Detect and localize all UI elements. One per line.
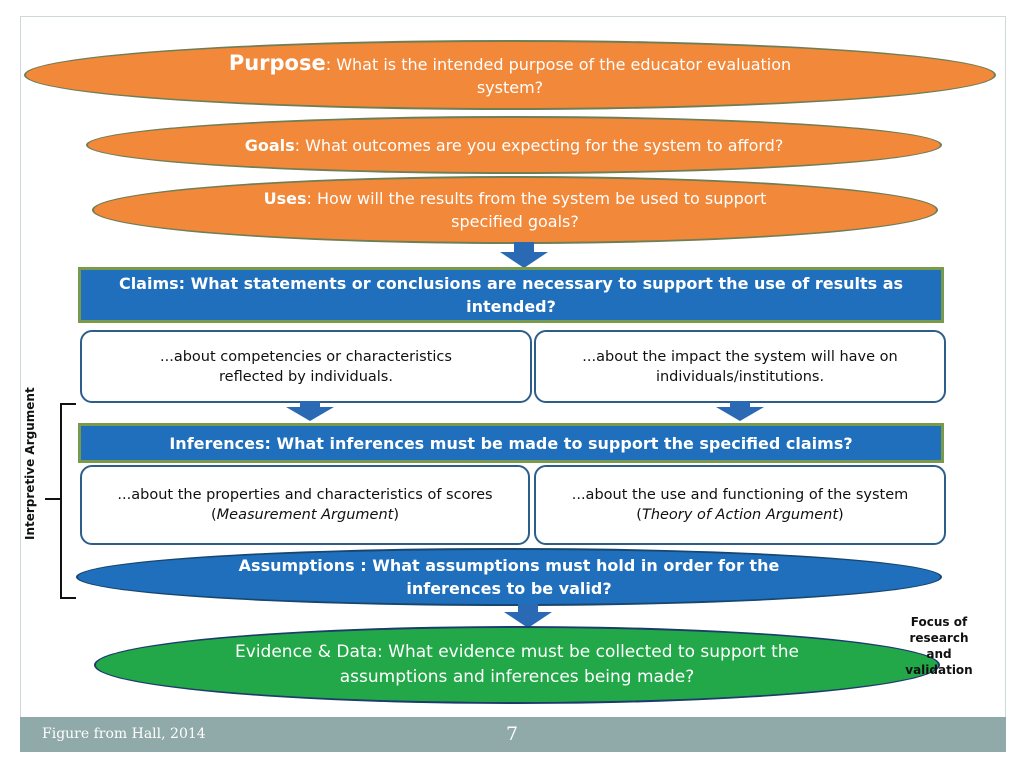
interpretive-argument-label: Interpretive Argument [23, 387, 37, 540]
claims-bar: Claims: What statements or conclusions a… [78, 267, 944, 323]
claims-text: Claims: What statements or conclusions a… [118, 274, 904, 316]
measurement-paren-open: ( [210, 507, 217, 523]
inference-box-measurement: ...about the properties and characterist… [80, 465, 530, 545]
footer-bar: Figure from Hall, 2014 7 [20, 717, 1006, 752]
interpretive-bracket-tick [45, 498, 61, 500]
inference-box-theory-text: ...about the use and functioning of the … [571, 487, 909, 503]
goals-text: : What outcomes are you expecting for th… [294, 135, 784, 155]
inference-box-measurement-text: ...about the properties and characterist… [117, 487, 493, 503]
focus-label: Focus of research and validation [905, 615, 973, 677]
uses-text: : How will the results from the system b… [306, 189, 767, 231]
purpose-text: : What is the intended purpose of the ed… [325, 54, 792, 97]
page-number: 7 [506, 723, 519, 745]
purpose-heading: Purpose [228, 50, 326, 75]
measurement-paren-close: ) [393, 507, 399, 523]
interpretive-bracket [60, 403, 76, 599]
inferences-bar: Inferences: What inferences must be made… [78, 423, 944, 463]
assumptions-text: : What assumptions must hold in order fo… [354, 556, 780, 598]
uses-ellipse: Uses: How will the results from the syst… [92, 176, 938, 244]
arrow-down-icon [716, 401, 764, 421]
assumptions-ellipse: Assumptions : What assumptions must hold… [76, 548, 942, 606]
theory-paren-open: ( [636, 507, 642, 523]
goals-heading: Goals [244, 135, 295, 155]
arrow-down-icon [500, 242, 548, 268]
claims-box-individuals: ...about competencies or characteristics… [80, 330, 532, 403]
arrow-down-icon [504, 604, 552, 628]
measurement-argument-label: Measurement Argument [216, 507, 394, 523]
evidence-ellipse: Evidence & Data: What evidence must be c… [94, 626, 940, 704]
assumptions-heading: Assumptions [238, 556, 355, 575]
claims-box-impact-text: ...about the impact the system will have… [582, 348, 898, 385]
inferences-text: Inferences: What inferences must be made… [169, 433, 853, 453]
evidence-text: Evidence & Data: What evidence must be c… [235, 642, 799, 687]
arrow-down-icon [286, 401, 334, 421]
goals-ellipse: Goals: What outcomes are you expecting f… [86, 116, 942, 174]
footer-source: Figure from Hall, 2014 [42, 726, 206, 742]
uses-heading: Uses [263, 189, 307, 208]
claims-box-individuals-text: ...about competencies or characteristics… [160, 348, 452, 385]
claims-box-impact: ...about the impact the system will have… [534, 330, 946, 403]
purpose-ellipse: Purpose: What is the intended purpose of… [24, 40, 996, 110]
inference-box-theory: ...about the use and functioning of the … [534, 465, 946, 545]
theory-paren-close: ) [838, 507, 844, 523]
theory-argument-label: Theory of Action Argument [641, 507, 839, 523]
